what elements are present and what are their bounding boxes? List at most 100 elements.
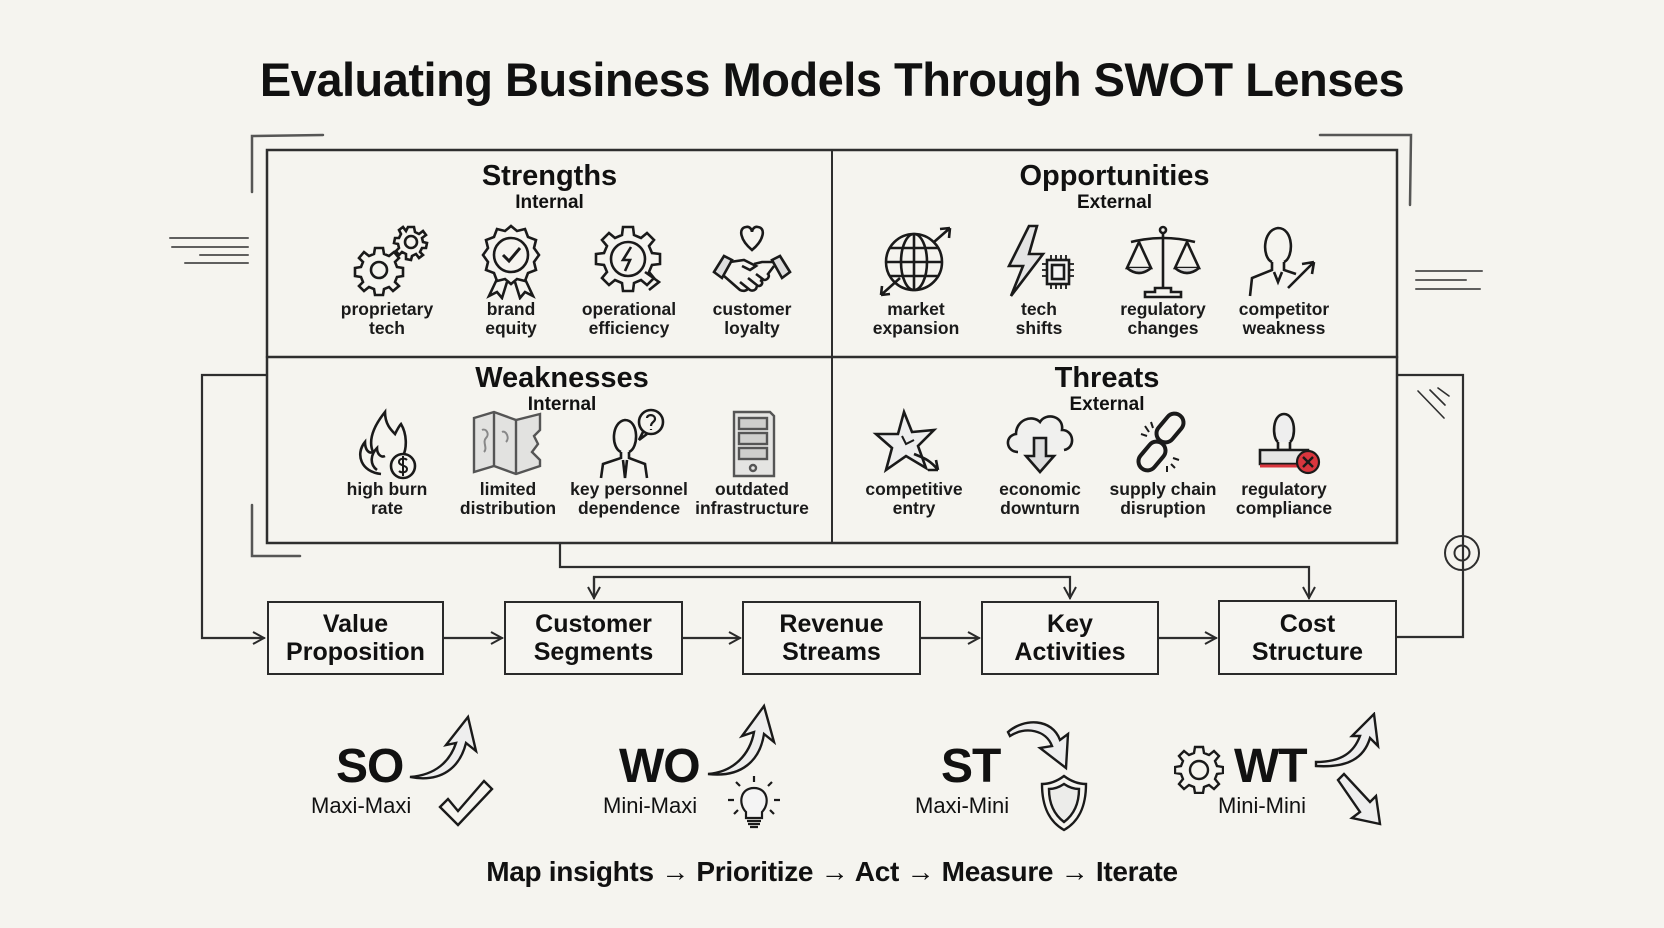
handshake-heart-icon bbox=[712, 225, 792, 293]
arrow-down-right-icon bbox=[1336, 772, 1382, 826]
swot-item: key personnel dependence bbox=[564, 408, 694, 518]
strategy-code: WO bbox=[619, 740, 701, 793]
bm-box-line1: Key bbox=[1047, 610, 1093, 638]
bm-box-line1: Cost bbox=[1279, 609, 1336, 638]
arrow-up-right-icon bbox=[409, 714, 478, 780]
quadrant-scope: External bbox=[1077, 192, 1152, 213]
right-loop-connector bbox=[1395, 373, 1465, 639]
connector-to-customer bbox=[592, 575, 1070, 598]
quadrant-scope: Internal bbox=[527, 394, 597, 415]
cloud-down-icon bbox=[1006, 415, 1074, 474]
checkmark-icon bbox=[438, 779, 494, 827]
bm-box-line2: Proposition bbox=[286, 638, 425, 666]
swot-item: market expansion bbox=[851, 224, 981, 338]
hatch-right bbox=[1415, 270, 1483, 290]
swot-item: tech shifts bbox=[974, 224, 1104, 338]
swot-item: brand equity bbox=[446, 224, 576, 338]
item-label-line1: competitive bbox=[865, 479, 963, 499]
gear-icon bbox=[1174, 745, 1224, 794]
item-label-line1: brand bbox=[486, 299, 536, 319]
bm-box-line2: Streams bbox=[782, 638, 881, 666]
star-burst-icon bbox=[872, 408, 940, 474]
quadrant-scope: Internal bbox=[515, 192, 584, 213]
item-label-line2: rate bbox=[370, 498, 404, 518]
scales-icon bbox=[1124, 225, 1202, 299]
server-icon bbox=[732, 410, 776, 478]
shield-icon bbox=[1040, 774, 1088, 832]
quadrant-title: Opportunities bbox=[1019, 160, 1210, 192]
quadrant-title: Weaknesses bbox=[475, 362, 649, 394]
person-question-icon bbox=[599, 408, 665, 479]
strategy-name: Maxi-Maxi bbox=[311, 793, 412, 818]
page-title: Evaluating Business Models Through SWOT … bbox=[259, 53, 1405, 106]
item-label-line2: weakness bbox=[1242, 318, 1326, 338]
item-label-line2: disruption bbox=[1120, 498, 1206, 518]
item-label-line1: high burn bbox=[346, 479, 428, 499]
lightning-chip-icon bbox=[1006, 224, 1074, 297]
strategy-code: ST bbox=[941, 740, 1001, 793]
frame-bracket-bottom-left bbox=[250, 503, 302, 558]
torn-map-icon bbox=[472, 410, 542, 476]
strategy-st: ST Maxi-Mini bbox=[900, 700, 1100, 835]
strategy-name: Mini-Maxi bbox=[603, 793, 698, 818]
swot-item: operational efficiency bbox=[564, 224, 694, 338]
quadrant-title: Threats bbox=[1054, 362, 1160, 394]
item-label-line1: proprietary bbox=[340, 299, 434, 319]
bm-box-line1: Value bbox=[322, 610, 389, 638]
item-label-line2: changes bbox=[1127, 318, 1199, 338]
swot-item: customer loyalty bbox=[687, 224, 817, 338]
bm-box-line1: Revenue bbox=[779, 610, 884, 638]
process-tagline: Map insights → Prioritize → Act → Measur… bbox=[486, 856, 1178, 887]
left-loop-connector bbox=[200, 373, 269, 638]
lightbulb-icon bbox=[728, 776, 780, 829]
item-label-line1: customer bbox=[712, 299, 792, 319]
item-label-line1: outdated bbox=[715, 479, 789, 499]
strategy-name: Maxi-Mini bbox=[915, 793, 1010, 818]
swot-item: competitor weakness bbox=[1219, 224, 1349, 338]
swot-item: proprietary tech bbox=[322, 224, 452, 338]
item-label-line2: downturn bbox=[1000, 498, 1080, 518]
target-circle-outer bbox=[1444, 535, 1480, 571]
strategy-code: SO bbox=[336, 740, 404, 793]
item-label-line1: market bbox=[887, 299, 945, 319]
item-label-line1: limited bbox=[479, 479, 537, 499]
quadrant-scope: External bbox=[1069, 394, 1145, 415]
swot-item: economic downturn bbox=[975, 408, 1105, 518]
item-label-line2: dependence bbox=[577, 498, 681, 518]
item-label-line2: equity bbox=[485, 318, 537, 338]
item-label-line1: economic bbox=[999, 479, 1081, 499]
strategy-name: Mini-Mini bbox=[1218, 793, 1306, 818]
quadrant-title: Strengths bbox=[481, 160, 618, 192]
quadrant-strengths: Strengths Internal bbox=[267, 160, 832, 214]
swot-item: limited distribution bbox=[443, 408, 573, 518]
item-label-line1: key personnel bbox=[570, 479, 688, 499]
globe-arrows-icon bbox=[879, 226, 952, 297]
item-label-line2: infrastructure bbox=[695, 498, 809, 518]
quadrant-opportunities: Opportunities External bbox=[832, 160, 1397, 214]
swot-item: competitive entry bbox=[849, 408, 979, 518]
hatch-left bbox=[169, 237, 249, 264]
swot-item: outdated infrastructure bbox=[687, 408, 817, 518]
gears-icon bbox=[353, 225, 429, 297]
bm-box-line2: Activities bbox=[1014, 638, 1126, 666]
broken-chain-icon bbox=[1136, 411, 1186, 473]
item-label-line2: loyalty bbox=[724, 318, 780, 338]
swot-item: high burn rate bbox=[322, 408, 452, 518]
target-circle-inner bbox=[1453, 544, 1471, 562]
item-label-line2: expansion bbox=[872, 318, 960, 338]
flame-dollar-icon bbox=[359, 408, 417, 480]
arrow-up-right-icon bbox=[1314, 712, 1380, 768]
right-loop-hatch bbox=[1417, 387, 1450, 419]
swot-item: supply chain disruption bbox=[1098, 408, 1228, 518]
strategy-so: SO Maxi-Maxi bbox=[300, 705, 500, 835]
strategy-wt: WT Mini-Mini bbox=[1170, 700, 1400, 835]
curved-arrow-down-icon bbox=[1006, 721, 1070, 771]
quadrant-threats: Threats External bbox=[832, 362, 1382, 416]
item-label-line2: distribution bbox=[459, 498, 557, 518]
